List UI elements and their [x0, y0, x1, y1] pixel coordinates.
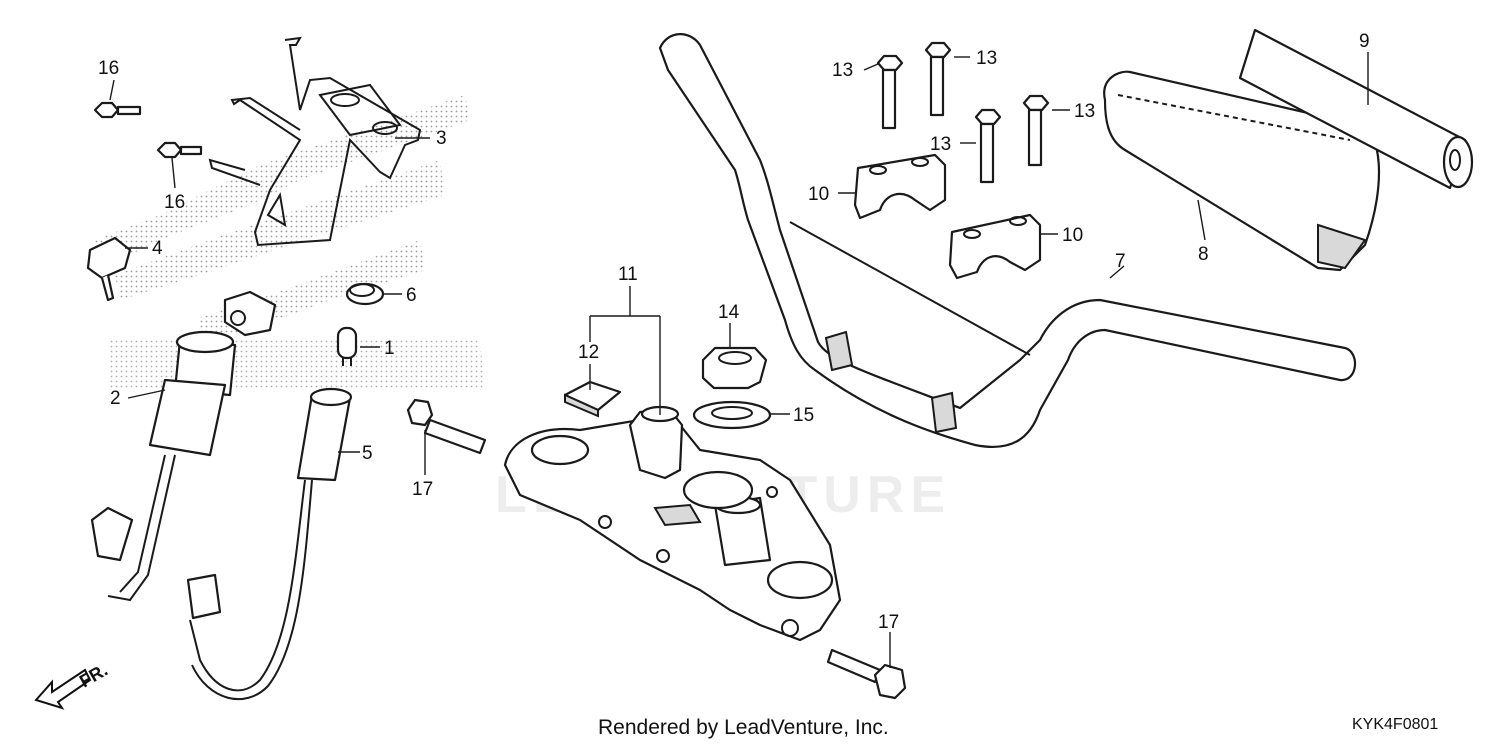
callout-17-left: 17 [412, 479, 433, 500]
callout-numbers: 1 2 3 4 5 6 7 8 9 10 10 11 12 13 13 13 1… [98, 31, 1370, 633]
leader-lines [109, 52, 1369, 668]
callout-10-lower: 10 [1062, 225, 1083, 246]
part-17-bolt-left [406, 398, 487, 455]
callout-4: 4 [152, 238, 163, 259]
part-12-plate [563, 380, 622, 418]
callout-7: 7 [1115, 251, 1126, 272]
callout-13-b: 13 [976, 48, 997, 69]
part-5-socket-harness [186, 387, 353, 701]
callout-16-upper: 16 [98, 58, 119, 79]
callout-14: 14 [718, 302, 740, 323]
front-direction-arrow: FR. [34, 660, 111, 710]
part-15-washer [692, 400, 772, 430]
part-10-lower-clamp [948, 213, 1042, 280]
callout-13-a: 13 [832, 60, 853, 81]
part-3-bracket [208, 36, 422, 247]
part-14-nut [701, 346, 768, 390]
part-17-bolt-right [826, 648, 907, 700]
part-7-handlebar [658, 33, 1356, 449]
part-10-upper-clamp [853, 153, 947, 220]
part-6-grommet [345, 282, 385, 306]
callout-13-d: 13 [1074, 101, 1095, 122]
callout-15: 15 [793, 405, 814, 426]
callout-8: 8 [1198, 244, 1209, 265]
part-13-bolt-3 [974, 108, 1002, 184]
part-9-foam-pad [1238, 28, 1474, 190]
callout-10-upper: 10 [808, 184, 829, 205]
callout-13-c: 13 [930, 134, 951, 155]
callout-16-lower: 16 [164, 192, 185, 213]
callout-17-right: 17 [878, 612, 899, 633]
part-13-bolt-2 [924, 41, 952, 117]
callout-1: 1 [384, 338, 395, 359]
diagram-code: KYK4F0801 [1352, 716, 1439, 733]
callout-3: 3 [436, 128, 447, 149]
part-4-key [86, 236, 132, 302]
callout-5: 5 [362, 443, 373, 464]
part-2-ignition-switch [90, 290, 277, 602]
callout-12: 12 [578, 342, 599, 363]
part-13-bolt-1 [876, 54, 904, 130]
callout-2: 2 [110, 388, 121, 409]
callout-11: 11 [618, 264, 638, 285]
part-8-grip-pad [1103, 70, 1381, 272]
part-1-bulb [336, 326, 358, 366]
brand-logo-watermark [95, 95, 485, 390]
part-13-bolt-4 [1022, 94, 1050, 167]
part-16-bolt-lower [156, 141, 203, 159]
callout-9: 9 [1359, 31, 1370, 52]
part-16-bolt-upper [93, 101, 142, 119]
footer-credit: Rendered by LeadVenture, Inc. [598, 716, 889, 739]
callout-6: 6 [406, 285, 417, 306]
